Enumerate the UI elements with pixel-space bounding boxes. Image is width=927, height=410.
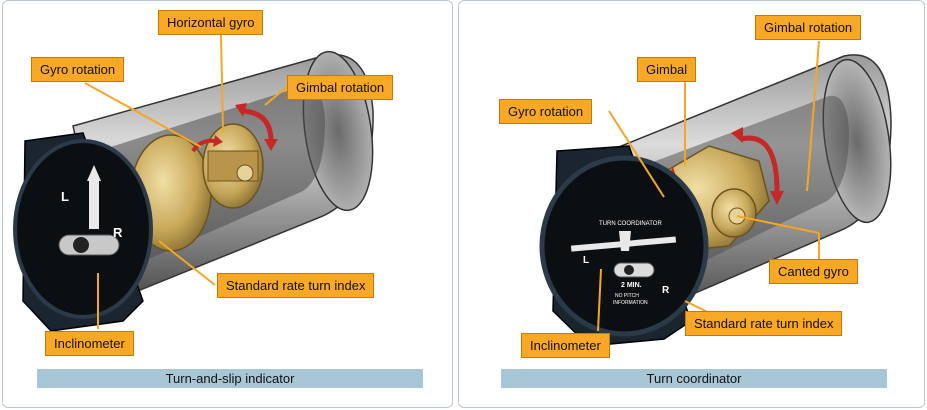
caption-turn-and-slip: Turn-and-slip indicator <box>37 369 423 388</box>
dial-mark-left: L <box>61 189 69 204</box>
callout-inclinometer: Inclinometer <box>45 331 134 356</box>
dial-mark-right: R <box>113 225 123 240</box>
leader-lines <box>84 34 288 329</box>
callout-gyro-rotation: Gyro rotation <box>499 99 593 124</box>
instrument-bezel <box>539 145 709 347</box>
dial-subtext-1: NO PITCH <box>615 293 639 299</box>
turn-and-slip-illustration: L R <box>13 34 374 332</box>
callout-canted-gyro: Canted gyro <box>769 259 858 284</box>
gyro-rotation-arrow <box>191 135 223 153</box>
dial-subtext-2: INFORMATION <box>613 300 648 306</box>
turn-and-slip-panel: L R Horizontal gyro Gyro rotation Gimbal… <box>2 0 453 408</box>
callout-gyro-rotation: Gyro rotation <box>31 57 125 82</box>
callout-horizontal-gyro: Horizontal gyro <box>158 10 264 35</box>
dial-mark-left: L <box>583 255 589 266</box>
callout-gimbal-rotation: Gimbal rotation <box>755 15 862 40</box>
callout-gimbal-rotation: Gimbal rotation <box>287 75 394 100</box>
turn-coordinator-illustration: TURN COORDINATOR 2 MIN. NO PITCH INFORMA… <box>539 40 892 347</box>
turn-coordinator-panel: TURN COORDINATOR 2 MIN. NO PITCH INFORMA… <box>458 0 925 408</box>
gimbal-rotation-arrow <box>731 127 784 205</box>
instrument-bezel <box>13 132 153 332</box>
dial-title: TURN COORDINATOR <box>599 221 662 227</box>
dial-markings: TURN COORDINATOR 2 MIN. NO PITCH INFORMA… <box>583 221 670 306</box>
dial-two-minute-marking: 2 MIN. <box>621 282 642 289</box>
callout-standard-rate-turn-index: Standard rate turn index <box>217 273 375 298</box>
dial-mark-right: R <box>662 285 670 296</box>
horizontal-gyro-disc <box>130 123 264 252</box>
gimbal-rotation-arrow <box>235 103 278 151</box>
callout-inclinometer: Inclinometer <box>521 333 610 358</box>
callout-gimbal: Gimbal <box>637 57 697 82</box>
callout-standard-rate-turn-index: Standard rate turn index <box>685 311 843 336</box>
left-right-pointer-marks: L R <box>61 189 123 240</box>
caption-turn-coordinator: Turn coordinator <box>501 369 887 388</box>
